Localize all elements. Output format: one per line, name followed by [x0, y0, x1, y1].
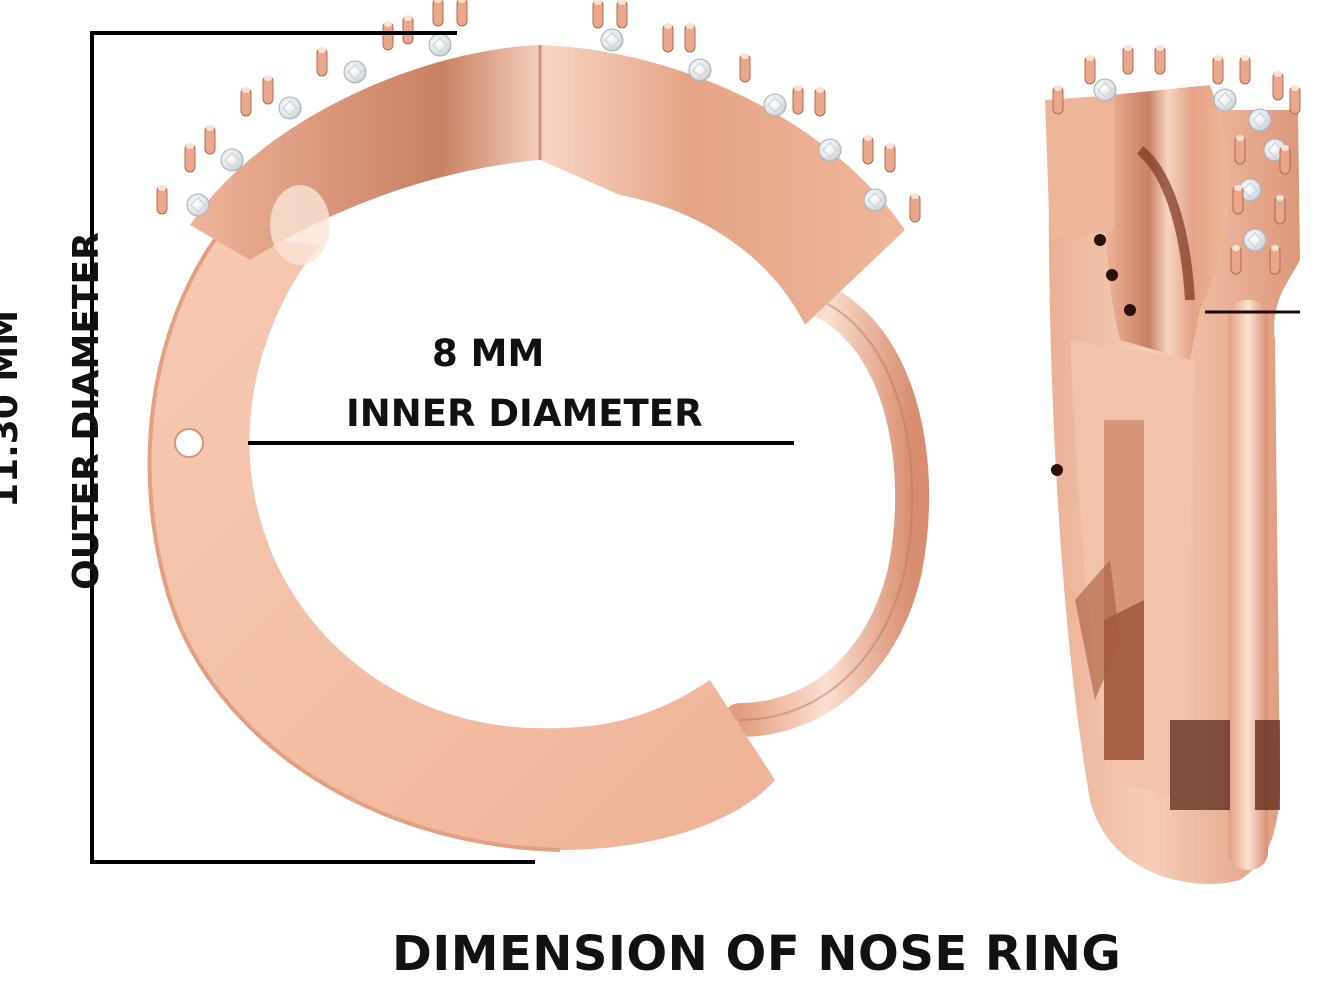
inner-diameter-value: 8 MM [432, 332, 545, 375]
dimension-lines [90, 31, 794, 864]
outer-diameter-label: OUTER DIAMETER [66, 232, 107, 590]
inner-diameter-label: INNER DIAMETER [346, 392, 703, 435]
outer-diameter-value: 11.30 MM [0, 309, 26, 509]
page-title: DIMENSION OF NOSE RING [392, 926, 1122, 982]
side-view-ring-illustration [1045, 44, 1301, 884]
front-view-ring-illustration [147, 0, 930, 852]
outer-diameter-bracket [90, 31, 535, 864]
